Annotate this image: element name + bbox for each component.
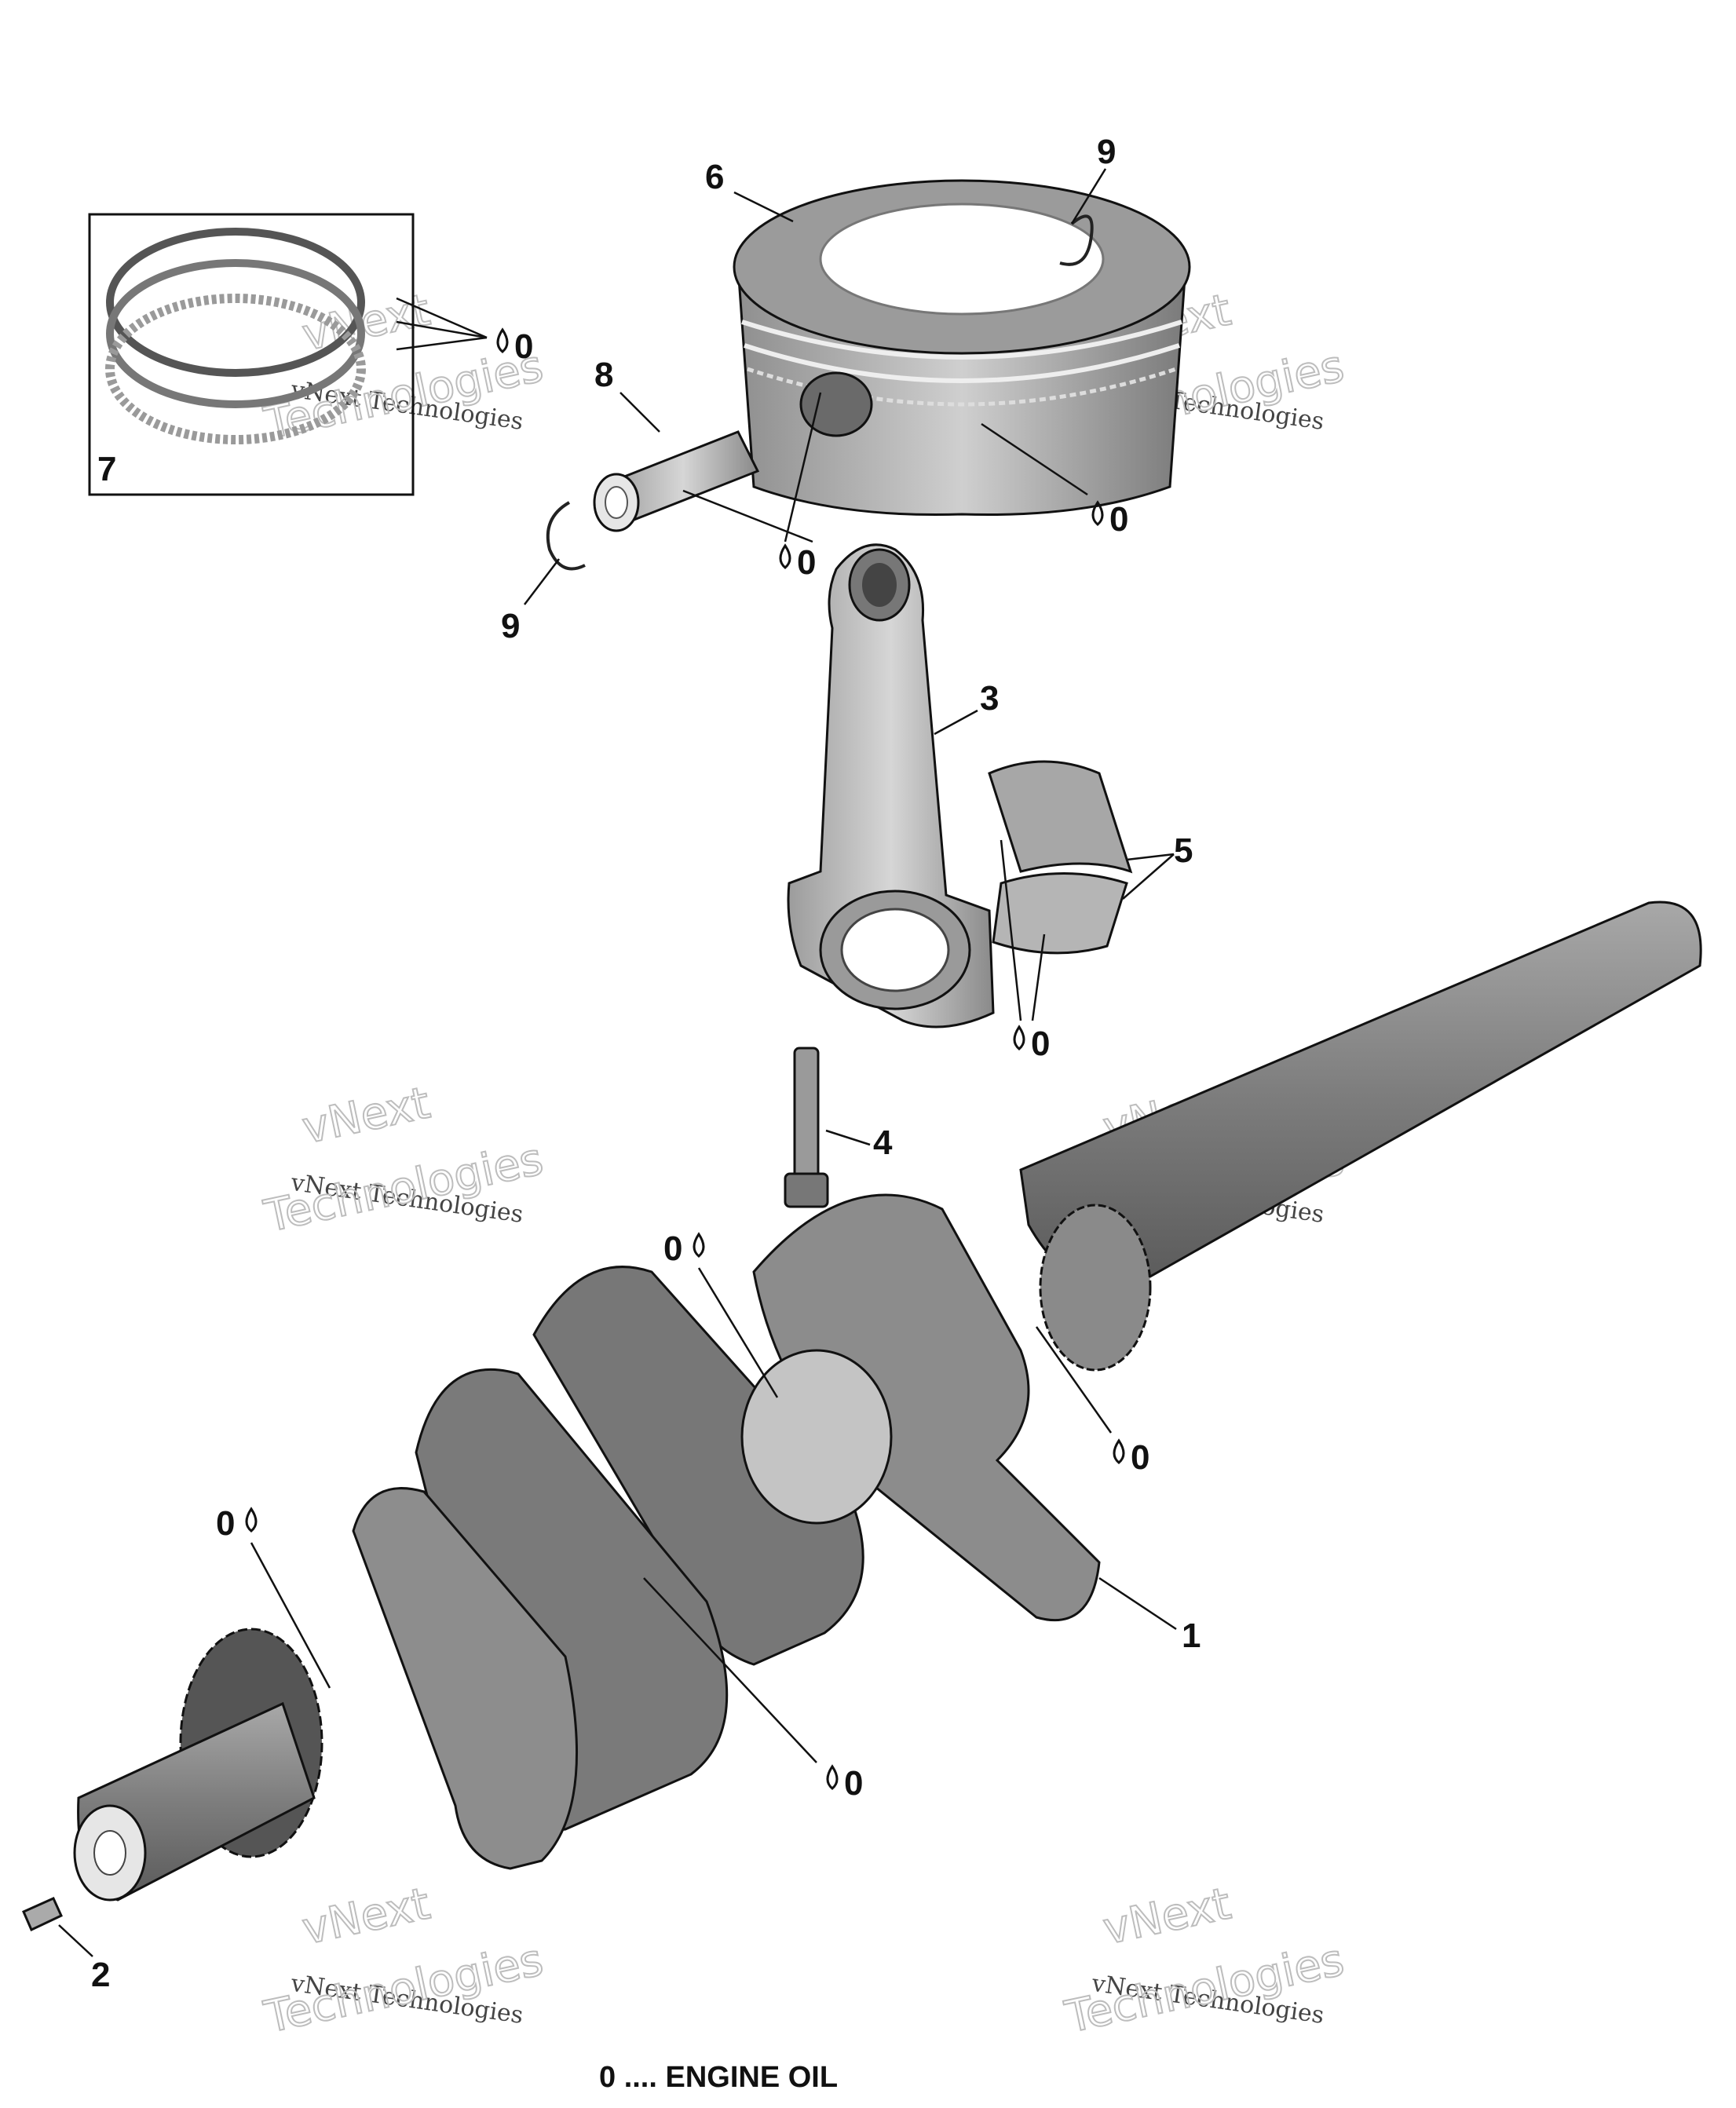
piston-ring-groove xyxy=(744,343,1180,383)
leader-1 xyxy=(1098,1576,1177,1631)
leader-pin-oil xyxy=(682,489,813,543)
piston-ring-top xyxy=(106,228,365,377)
leader-bearing-oil xyxy=(1000,839,1022,1021)
leader-8 xyxy=(619,392,660,433)
oil-mark-label: 0 xyxy=(844,1764,863,1803)
leader-ring-middle xyxy=(396,320,488,339)
crank-nose-bore xyxy=(93,1830,126,1876)
piston-pin-bore xyxy=(605,486,628,519)
oil-mark-crank-left: 0 xyxy=(216,1504,258,1543)
watermark-line1: vNext xyxy=(298,1878,435,1955)
callout-6: 6 xyxy=(705,158,724,196)
oil-mark-crank-right: 0 xyxy=(1113,1438,1149,1477)
piston[interactable]: 6 xyxy=(705,158,1191,543)
callout-7: 7 xyxy=(97,450,116,488)
oil-mark-label: 0 xyxy=(797,543,816,582)
oil-drop-icon xyxy=(693,1232,705,1258)
oil-mark-label: 0 xyxy=(1131,1438,1149,1477)
circlip-left[interactable]: 9 xyxy=(501,501,586,645)
bearing-lower xyxy=(992,872,1128,955)
oil-drop-icon xyxy=(1091,500,1104,526)
oil-mark-piston: 0 xyxy=(1091,500,1128,539)
piston-pin[interactable]: 8 xyxy=(593,356,813,543)
oil-drop-icon xyxy=(779,543,791,569)
leader-crank-oil xyxy=(1035,1326,1113,1434)
callout-8: 8 xyxy=(594,356,613,394)
leader-ring-oil xyxy=(396,336,488,351)
oil-mark-pin: 0 xyxy=(779,543,816,582)
crank-drive-gear xyxy=(1039,1204,1152,1372)
callout-1: 1 xyxy=(1182,1617,1201,1655)
piston-ring-groove xyxy=(741,320,1182,360)
woodruff-key[interactable]: 2 xyxy=(22,1897,110,1994)
leader-9-right xyxy=(1070,168,1107,225)
leader-5-lower xyxy=(1122,853,1175,900)
legend-engine-oil: 0 .... ENGINE OIL xyxy=(599,2061,838,2094)
oil-mark-crank-journal: 0 xyxy=(663,1229,705,1268)
leader-9-left xyxy=(524,558,560,605)
oil-drop-icon xyxy=(245,1507,258,1533)
bearing-upper xyxy=(988,760,1133,874)
oil-mark-label: 0 xyxy=(663,1229,682,1268)
leader-bearing-oil xyxy=(1031,933,1046,1021)
oil-mark-label: 0 xyxy=(1031,1025,1050,1063)
leader-ring-top xyxy=(396,297,488,339)
oil-mark-label: 0 xyxy=(514,327,533,366)
rod-small-end-bore xyxy=(862,563,897,607)
piston-bowl xyxy=(819,203,1105,316)
piston-pin-boss xyxy=(799,371,873,437)
leader-5-upper xyxy=(1126,853,1175,861)
leader-crank-oil xyxy=(643,1577,817,1763)
key-shape xyxy=(22,1897,63,1932)
watermark-line1: vNext xyxy=(298,1077,435,1154)
leader-crank-oil xyxy=(697,1267,779,1398)
leader-2 xyxy=(58,1924,93,1957)
ring-kit-frame xyxy=(88,213,415,496)
circlip-shape xyxy=(546,501,586,571)
callout-2: 2 xyxy=(91,1956,110,1994)
leader-piston-oil xyxy=(981,422,1088,496)
leader-4 xyxy=(825,1129,871,1146)
watermark-line1: vNext xyxy=(1099,1878,1236,1955)
crankshaft[interactable]: 1 xyxy=(73,901,1702,1902)
leader-pin-boss-oil xyxy=(784,392,822,543)
callout-5: 5 xyxy=(1174,831,1193,870)
watermark-bottom-left: vNext vNext Technologies Technologies xyxy=(259,1877,548,2044)
oil-mark-rings: 0 xyxy=(496,327,533,366)
oil-drop-icon xyxy=(826,1764,839,1790)
oil-mark-crank-lower: 0 xyxy=(826,1764,863,1803)
rod-bolt[interactable]: 4 xyxy=(784,1047,893,1208)
circlip-shape xyxy=(1059,214,1094,266)
rod-bearings[interactable]: 5 xyxy=(988,760,1193,1021)
leader-3 xyxy=(934,709,978,736)
oil-mark-label: 0 xyxy=(1109,500,1128,539)
watermark-bottom-right: vNext vNext Technologies Technologies xyxy=(1060,1877,1349,2044)
rod-big-end-bore xyxy=(840,908,950,992)
callout-4: 4 xyxy=(873,1123,893,1162)
bolt-shank xyxy=(793,1047,820,1179)
watermark-mid-left: vNext vNext Technologies Technologies xyxy=(259,1076,548,1243)
oil-drop-icon xyxy=(496,327,509,353)
crank-web-left xyxy=(352,1487,579,1870)
oil-drop-icon xyxy=(1113,1438,1125,1464)
oil-drop-icon xyxy=(1013,1025,1025,1050)
callout-9-left: 9 xyxy=(501,607,520,645)
crank-main-journal xyxy=(740,1349,893,1525)
circlip-right[interactable]: 9 xyxy=(1059,133,1116,266)
oil-mark-bearings: 0 xyxy=(1013,1025,1050,1063)
leader-crank-oil xyxy=(250,1542,331,1689)
piston-ring-kit[interactable]: 7 xyxy=(88,213,488,496)
connecting-rod[interactable]: 3 xyxy=(787,543,999,1028)
leader-6 xyxy=(733,191,794,223)
bolt-head xyxy=(784,1172,829,1208)
piston-ring-oil xyxy=(105,294,366,444)
callout-3: 3 xyxy=(980,679,999,718)
oil-mark-label: 0 xyxy=(216,1504,235,1543)
callout-9-right: 9 xyxy=(1097,133,1116,171)
piston-ring-middle xyxy=(106,259,365,408)
